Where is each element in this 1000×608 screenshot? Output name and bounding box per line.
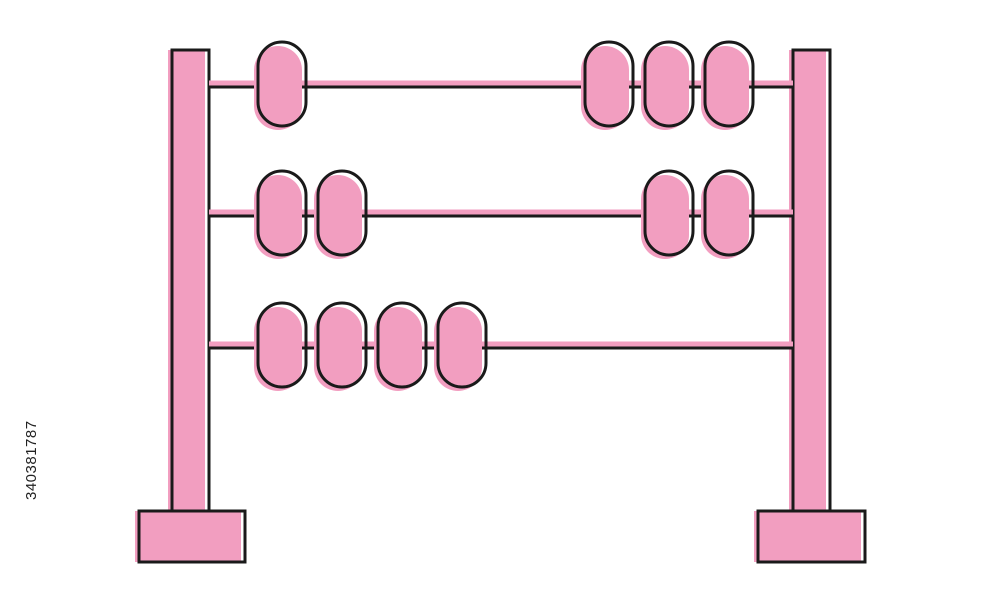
right-post-fill [789, 50, 826, 512]
bead-outline [583, 40, 635, 128]
bead-rod3-left-1 [254, 301, 308, 391]
bead-fill [314, 175, 362, 259]
left-post [168, 48, 211, 514]
left-base-fill [135, 511, 241, 562]
abacus-frame [135, 48, 867, 564]
bead-rod2-left-2 [314, 169, 368, 259]
bead-fill [314, 307, 362, 391]
bead-rod2-left-1 [254, 169, 308, 259]
bead-outline [256, 301, 308, 389]
bead-fill [701, 175, 749, 259]
bead-fill [254, 46, 302, 130]
bead-rod1-right-3 [701, 40, 755, 130]
bead-fill [641, 46, 689, 130]
bead-rod1-left-1 [254, 40, 308, 130]
bead-fill [374, 307, 422, 391]
bead-rod3-left-4 [434, 301, 488, 391]
bead-outline [256, 40, 308, 128]
right-base-fill [754, 511, 861, 562]
left-base-outline [137, 509, 247, 564]
bead-outline [376, 301, 428, 389]
bead-rod1-right-1 [581, 40, 635, 130]
bead-fill [254, 175, 302, 259]
right-post [789, 48, 832, 514]
bead-fill [641, 175, 689, 259]
bead-outline [316, 301, 368, 389]
bead-outline [643, 169, 695, 257]
bead-outline [703, 40, 755, 128]
bead-rod2-right-2 [701, 169, 755, 259]
bead-outline [643, 40, 695, 128]
stock-id-label: 340381787 [23, 420, 40, 500]
bead-fill [254, 307, 302, 391]
bead-rod1-right-2 [641, 40, 695, 130]
bead-rod3-left-3 [374, 301, 428, 391]
bead-fill [701, 46, 749, 130]
bead-outline [256, 169, 308, 257]
right-base [754, 509, 867, 564]
left-base [135, 509, 247, 564]
bead-fill [581, 46, 629, 130]
bead-outline [703, 169, 755, 257]
left-post-fill [168, 50, 205, 512]
bead-outline [316, 169, 368, 257]
bead-outline [436, 301, 488, 389]
bead-fill [434, 307, 482, 391]
abacus-beads [254, 40, 755, 391]
bead-rod3-left-2 [314, 301, 368, 391]
right-base-outline [756, 509, 867, 564]
bead-rod2-right-1 [641, 169, 695, 259]
